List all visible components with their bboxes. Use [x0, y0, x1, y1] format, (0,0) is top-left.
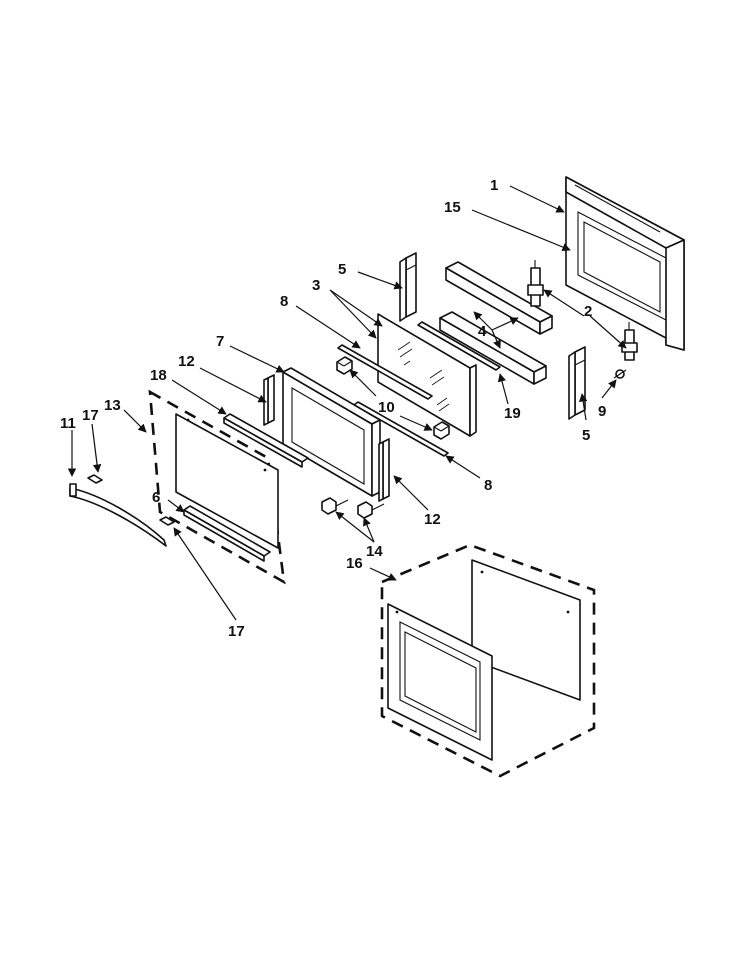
callout-labels: 1 15 5 3 2 4 8 7 12 18 13 11 17 10 19 9 … [60, 177, 606, 640]
callout-12-right: 12 [424, 511, 441, 528]
callout-5-upper: 5 [338, 261, 346, 278]
callout-9: 9 [598, 403, 606, 420]
hinge-bracket-upper [399, 252, 417, 322]
hinge-bracket-lower [568, 346, 586, 420]
spacer-block-right [433, 421, 450, 440]
callout-3: 3 [312, 277, 320, 294]
callout-19: 19 [504, 405, 521, 422]
side-bracket-left [263, 374, 275, 426]
door-trim-channel-lower [439, 311, 547, 385]
callout-12-left: 12 [178, 353, 195, 370]
callout-13: 13 [104, 397, 121, 414]
callout-10: 10 [378, 399, 395, 416]
callout-16: 16 [346, 555, 363, 572]
bolt-right [357, 501, 385, 519]
callout-7: 7 [216, 333, 224, 350]
callout-6: 6 [152, 489, 160, 506]
callout-1: 1 [490, 177, 498, 194]
door-panel-kit [380, 543, 596, 778]
leader-lines [67, 185, 627, 621]
door-handle [69, 483, 167, 547]
callout-18: 18 [150, 367, 167, 384]
inner-door-frame [282, 367, 381, 497]
handle-spacer-upper [87, 474, 103, 484]
trim-rail-upper [223, 413, 309, 468]
callout-15: 15 [444, 199, 461, 216]
hinge-upper [527, 260, 544, 307]
handle-spacer-lower [159, 516, 175, 526]
trim-rail-lower [183, 505, 271, 562]
spacer-block-left [336, 356, 353, 375]
callout-5-lower: 5 [582, 427, 590, 444]
callout-2: 2 [584, 303, 592, 320]
outer-door-assembly [148, 389, 286, 585]
side-bracket-right [378, 438, 390, 502]
glass-panel [377, 313, 477, 437]
screw [613, 369, 627, 379]
callout-11: 11 [60, 415, 76, 432]
hinge-lower [621, 322, 638, 361]
outer-door-panel [565, 176, 685, 351]
bolt-left [321, 497, 349, 515]
callout-17-lower: 17 [228, 623, 245, 640]
spacer-rod-lower [353, 401, 449, 457]
callout-4: 4 [478, 323, 487, 340]
trim-strip [417, 321, 501, 371]
callout-17-upper: 17 [82, 407, 99, 424]
callout-8-lower: 8 [484, 477, 492, 494]
callout-14: 14 [366, 543, 383, 560]
spacer-rod-upper [337, 344, 433, 400]
callout-8-upper: 8 [280, 293, 288, 310]
